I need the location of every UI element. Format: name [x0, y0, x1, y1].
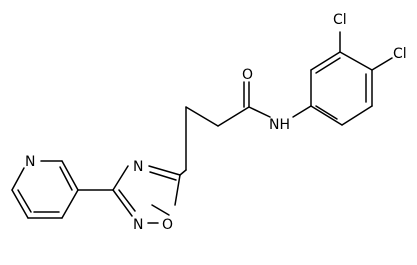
oxadiazole-nitrogen-lower-label: N: [133, 217, 143, 233]
bond: [151, 204, 170, 216]
bond-c-cl-right: [371, 57, 393, 71]
bond-ring-nh: [292, 105, 312, 118]
bond-chain-oxadiazole: [179, 169, 187, 176]
bond: [61, 189, 79, 219]
bond: [11, 167, 25, 191]
bond: [112, 165, 129, 191]
oxadiazole-nitrogen-upper-label: N: [133, 159, 143, 175]
chlorine-label-upper: Cl: [333, 12, 347, 28]
oxadiazole-ring: [112, 165, 181, 224]
pyridine-ring: [11, 160, 79, 219]
double-bond-inner: [59, 166, 73, 191]
bond-chain: [185, 106, 219, 127]
bond: [61, 160, 79, 191]
bond: [118, 189, 136, 212]
chlorine-label-right: Cl: [393, 46, 407, 62]
oxadiazole-oxygen-label: O: [162, 217, 173, 233]
bond: [148, 165, 181, 176]
amide-oxygen-label: O: [242, 67, 253, 83]
amide-nh-label: NH: [269, 117, 290, 133]
bond: [310, 51, 341, 71]
bond: [11, 189, 29, 219]
bond: [341, 105, 373, 126]
double-bond-inner: [315, 57, 341, 74]
double-bond-inner: [17, 189, 32, 213]
bond: [339, 51, 373, 71]
dichlorophenyl-ring: [310, 51, 373, 126]
bond: [112, 189, 133, 217]
pyridine-nitrogen-label: N: [25, 154, 35, 170]
bond-nh-carbonyl: [248, 106, 271, 118]
double-bond-inner: [315, 105, 338, 120]
bond-chain: [217, 106, 250, 127]
bond: [149, 171, 177, 181]
bond: [310, 105, 343, 126]
bond: [174, 174, 181, 206]
